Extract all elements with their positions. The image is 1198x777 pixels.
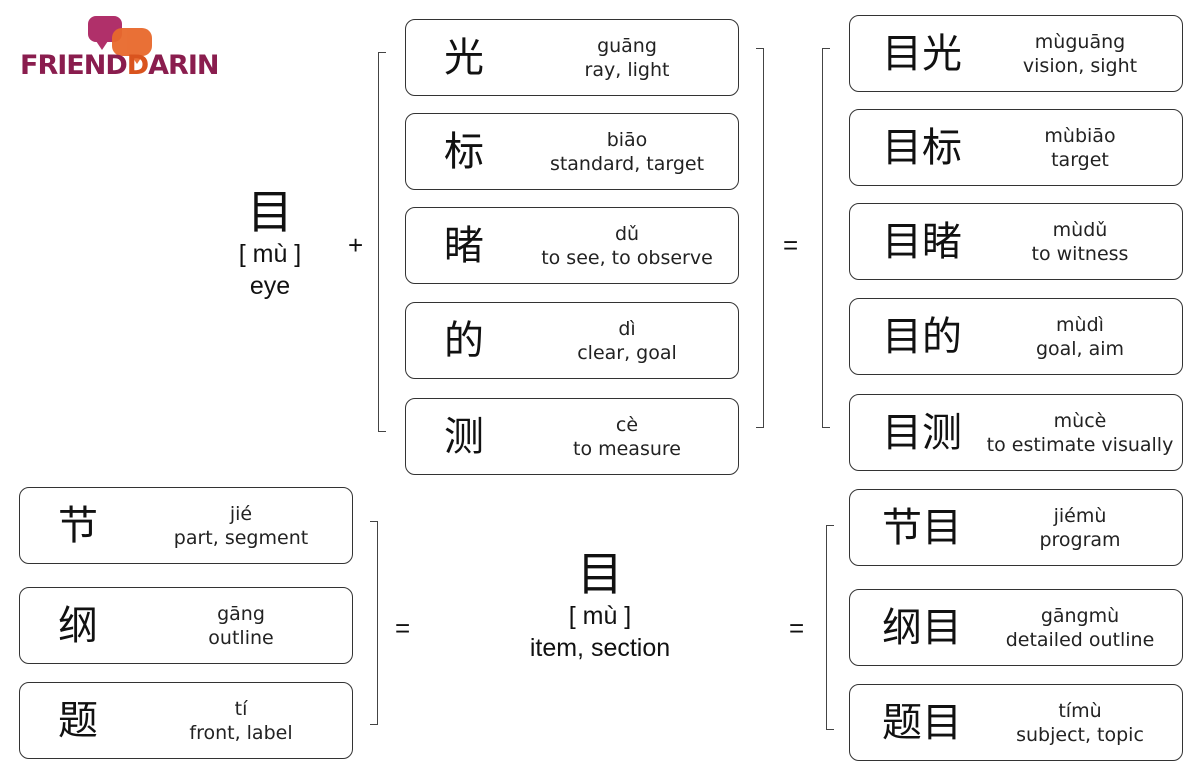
component-pinyin: gāng bbox=[217, 602, 265, 625]
base-meaning: item, section bbox=[529, 634, 671, 662]
component-hanzi: 纲 bbox=[58, 602, 98, 649]
result-pinyin: tímù bbox=[1058, 699, 1102, 722]
result-meaning: goal, aim bbox=[1035, 337, 1125, 360]
base-hanzi: 目 bbox=[577, 547, 623, 601]
result-pinyin: mùbiāo bbox=[1044, 124, 1116, 147]
component-hanzi: 的 bbox=[444, 317, 484, 364]
right-bracket bbox=[756, 48, 764, 428]
component-hanzi: 光 bbox=[444, 34, 484, 81]
component-pinyin: biāo bbox=[606, 128, 648, 151]
result-hanzi: 目标 bbox=[882, 124, 962, 171]
component-meaning: ray, light bbox=[584, 58, 670, 81]
component-pinyin: cè bbox=[615, 413, 639, 436]
result-hanzi: 节目 bbox=[882, 504, 962, 551]
component-hanzi: 测 bbox=[444, 413, 484, 460]
component-meaning: to measure bbox=[573, 437, 681, 460]
base-hanzi: 目 bbox=[247, 185, 293, 239]
right-bracket bbox=[370, 521, 378, 725]
component-meaning: clear, goal bbox=[577, 341, 677, 364]
friendarin-logo: FRIENDDARIN bbox=[20, 14, 225, 81]
result-meaning: detailed outline bbox=[1005, 628, 1155, 651]
component-pinyin: guāng bbox=[597, 34, 657, 57]
equals-sign: = bbox=[789, 613, 805, 643]
result-pinyin: mùdì bbox=[1056, 313, 1104, 336]
result-meaning: subject, topic bbox=[1016, 723, 1144, 746]
result-hanzi: 纲目 bbox=[882, 604, 962, 651]
component-pinyin: dǔ bbox=[614, 222, 640, 245]
result-hanzi: 目测 bbox=[882, 409, 962, 456]
result-hanzi: 目的 bbox=[882, 313, 962, 360]
result-hanzi: 目光 bbox=[882, 30, 962, 77]
component-meaning: to see, to observe bbox=[541, 246, 713, 269]
equals-sign: = bbox=[783, 230, 799, 260]
result-meaning: to witness bbox=[1031, 242, 1129, 265]
component-pinyin: dì bbox=[618, 317, 636, 340]
component-hanzi: 睹 bbox=[444, 222, 484, 269]
component-hanzi: 标 bbox=[444, 128, 484, 175]
left-bracket bbox=[826, 525, 834, 730]
result-pinyin: gāngmù bbox=[1040, 604, 1120, 627]
result-pinyin: mùguāng bbox=[1034, 30, 1126, 53]
result-pinyin: mùdǔ bbox=[1052, 218, 1108, 241]
base-pinyin: [ mù ] bbox=[568, 602, 632, 630]
result-hanzi: 目睹 bbox=[882, 218, 962, 265]
result-meaning: to estimate visually bbox=[986, 433, 1174, 456]
component-hanzi: 题 bbox=[58, 697, 98, 744]
result-pinyin: mùcè bbox=[1053, 409, 1107, 432]
logo-wordmark: FRIENDDARIN bbox=[20, 50, 220, 81]
left-bracket bbox=[822, 48, 830, 428]
plus-sign: + bbox=[348, 230, 364, 260]
component-pinyin: tí bbox=[234, 697, 248, 720]
equals-sign: = bbox=[395, 613, 411, 643]
base-meaning: eye bbox=[249, 272, 291, 300]
top-base-character: 目 [ mù ] eye bbox=[200, 186, 340, 302]
component-meaning: part, segment bbox=[173, 526, 309, 549]
base-pinyin: [ mù ] bbox=[238, 240, 302, 268]
result-hanzi: 题目 bbox=[882, 699, 962, 746]
result-meaning: vision, sight bbox=[1022, 54, 1138, 77]
component-hanzi: 节 bbox=[58, 502, 98, 549]
speech-bubble-icon bbox=[112, 28, 152, 64]
result-pinyin: jiémù bbox=[1053, 504, 1107, 527]
result-meaning: target bbox=[1051, 148, 1109, 171]
left-bracket bbox=[378, 52, 386, 432]
result-meaning: program bbox=[1039, 528, 1121, 551]
component-meaning: front, label bbox=[189, 721, 293, 744]
bottom-base-character: 目 [ mù ] item, section bbox=[490, 548, 710, 664]
component-meaning: outline bbox=[208, 626, 274, 649]
component-meaning: standard, target bbox=[549, 152, 705, 175]
component-pinyin: jié bbox=[229, 502, 253, 525]
